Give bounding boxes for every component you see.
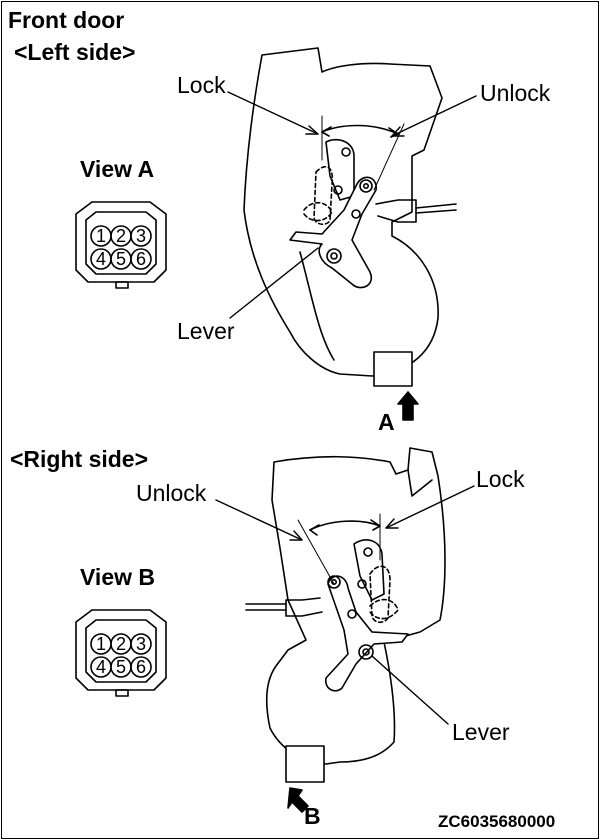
view-b-pin-6: 6 [136, 657, 146, 677]
view-a-pin-6: 6 [136, 249, 146, 269]
view-a-pin-3: 3 [136, 226, 146, 246]
right-side-heading: <Right side> [10, 446, 149, 472]
left-door-lock-actuator [227, 47, 477, 421]
view-b-label: View B [80, 564, 155, 590]
right-lever-label: Lever [452, 719, 510, 745]
figure-code: ZC6035680000 [438, 812, 556, 831]
left-lever-label: Lever [177, 318, 235, 344]
left-unlock-label: Unlock [480, 80, 551, 106]
view-b-pin-5: 5 [116, 657, 126, 677]
view-b-pin-2: 2 [116, 634, 126, 654]
left-lock-label: Lock [177, 72, 226, 98]
figure-title: Front door [8, 7, 125, 33]
view-a-pin-5: 5 [116, 249, 126, 269]
view-a-pin-1: 1 [96, 226, 106, 246]
view-a-pin-2: 2 [116, 226, 126, 246]
view-b-pin-1: 1 [96, 634, 106, 654]
arrow-b-label: B [304, 803, 321, 829]
connector-view-a [75, 201, 167, 289]
left-side-heading: <Left side> [14, 39, 136, 65]
view-a-label: View A [80, 156, 155, 182]
connector-view-b [75, 609, 167, 697]
view-a-pin-4: 4 [96, 249, 106, 269]
right-lock-label: Lock [476, 466, 525, 492]
right-door-lock-actuator [215, 447, 475, 813]
right-unlock-label: Unlock [136, 480, 207, 506]
arrow-a-label: A [378, 409, 395, 435]
view-b-pin-4: 4 [96, 657, 106, 677]
view-b-pin-3: 3 [136, 634, 146, 654]
